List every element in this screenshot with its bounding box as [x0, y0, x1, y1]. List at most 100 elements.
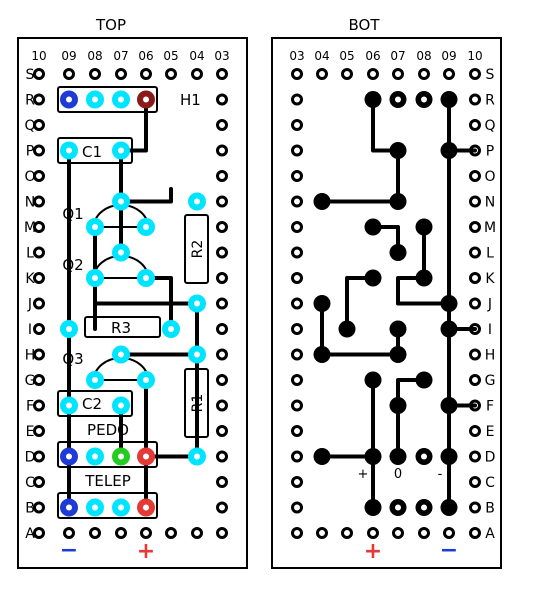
bot-hole: [469, 221, 481, 233]
top-pad-hole: [143, 96, 149, 103]
top-hole: [216, 93, 228, 106]
top-row-label: K: [25, 271, 35, 287]
r2-label: R2: [190, 240, 206, 259]
top-components: [57, 86, 209, 519]
bot-hole: [469, 144, 481, 157]
c2-label: C2: [82, 395, 102, 413]
top-hole: [216, 527, 228, 539]
bot-hole: [291, 450, 303, 463]
top-hole: [33, 119, 45, 131]
r3-resistor-body: [84, 316, 161, 338]
bot-hole: [469, 374, 481, 386]
bot-holes: [291, 68, 481, 539]
top-pad-hole: [194, 453, 200, 460]
bot-pad: [389, 320, 407, 338]
bot-column-label: 09: [441, 49, 456, 63]
h1-header-body: [57, 86, 158, 113]
top-hole: [216, 399, 228, 412]
top-pad-hole: [118, 198, 124, 205]
top-hole: [33, 246, 45, 259]
bot-pad: [389, 193, 407, 210]
top-pad-hole: [92, 377, 98, 383]
bot-hole: [392, 527, 404, 539]
top-pad-hole: [194, 300, 200, 307]
top-hole: [33, 399, 45, 412]
bot-plus-pad-label: +: [358, 467, 369, 482]
bot-row-label: E: [486, 424, 495, 440]
bot-row-label: R: [485, 93, 495, 109]
bot-zero-pad-label: 0: [394, 467, 402, 482]
bot-pad: [415, 371, 433, 389]
top-hole: [33, 527, 45, 539]
top-hole: [216, 323, 228, 335]
top-column-label: 10: [31, 49, 46, 63]
bot-hole: [291, 297, 303, 310]
bot-hole: [291, 501, 303, 514]
bot-pad: [389, 397, 407, 414]
top-hole: [33, 425, 45, 437]
bot-row-label: Q: [484, 118, 495, 134]
top-pad-hole: [92, 275, 98, 281]
top-row-label: B: [25, 501, 35, 517]
bot-row-label: N: [485, 195, 495, 211]
top-hole: [216, 272, 228, 284]
top-pad-hole: [92, 224, 98, 230]
bot-hole: [291, 323, 303, 335]
bot-row-label: K: [485, 271, 495, 287]
top-pad-hole: [118, 402, 124, 409]
top-column-label: 03: [214, 49, 229, 63]
bot-hole: [418, 68, 430, 80]
top-row-label: M: [24, 220, 36, 236]
top-pad-hole: [194, 351, 200, 358]
bot-plus-sign: +: [364, 539, 382, 564]
bot-hole: [469, 450, 481, 463]
bot-trace-n: [320, 97, 400, 204]
bot-hole: [469, 170, 481, 182]
bot-minus-sign: −: [440, 538, 458, 563]
bot-pad: [338, 320, 356, 338]
top-hole: [140, 68, 152, 80]
bot-hole: [341, 527, 353, 539]
bot-hole: [367, 68, 379, 80]
top-row-label: I: [28, 322, 32, 338]
bot-pad: [389, 142, 407, 159]
bot-hole: [291, 195, 303, 208]
top-pad-hole: [143, 377, 149, 383]
bot-hole: [469, 348, 481, 361]
bot-pad-hole: [421, 453, 427, 460]
bot-pad: [440, 448, 458, 465]
top-hole: [216, 374, 228, 386]
top-plus-sign: +: [137, 539, 155, 564]
pedo-label: PEDO: [87, 421, 129, 439]
bot-hole: [316, 68, 328, 80]
top-hole: [115, 68, 127, 80]
bot-pad: [389, 346, 407, 363]
telep-label: TELEP: [84, 472, 131, 490]
bot-pad-hole: [421, 96, 427, 103]
bot-pad: [389, 244, 407, 261]
q1-label: Q1: [62, 205, 83, 223]
top-pad-hole: [118, 351, 124, 358]
top-row-label: P: [26, 144, 34, 160]
top-hole: [33, 476, 45, 488]
bot-row-label: O: [484, 169, 495, 185]
top-hole: [216, 246, 228, 259]
bot-pad: [313, 295, 331, 312]
bot-hole: [469, 246, 481, 259]
top-hole: [33, 170, 45, 182]
bot-row-label: S: [486, 67, 495, 83]
bot-title: BOT: [349, 16, 381, 34]
bot-column-label: 04: [314, 49, 329, 63]
top-pad-hole: [168, 326, 174, 332]
q2-label: Q2: [62, 256, 83, 274]
bot-pad: [313, 346, 331, 363]
bot-pad: [389, 448, 407, 465]
top-hole: [216, 501, 228, 514]
top-pad-hole: [66, 453, 72, 460]
bot-hole: [469, 323, 481, 335]
bot-hole: [469, 195, 481, 208]
bot-pad: [415, 218, 433, 236]
bot-row-label: P: [486, 144, 494, 160]
